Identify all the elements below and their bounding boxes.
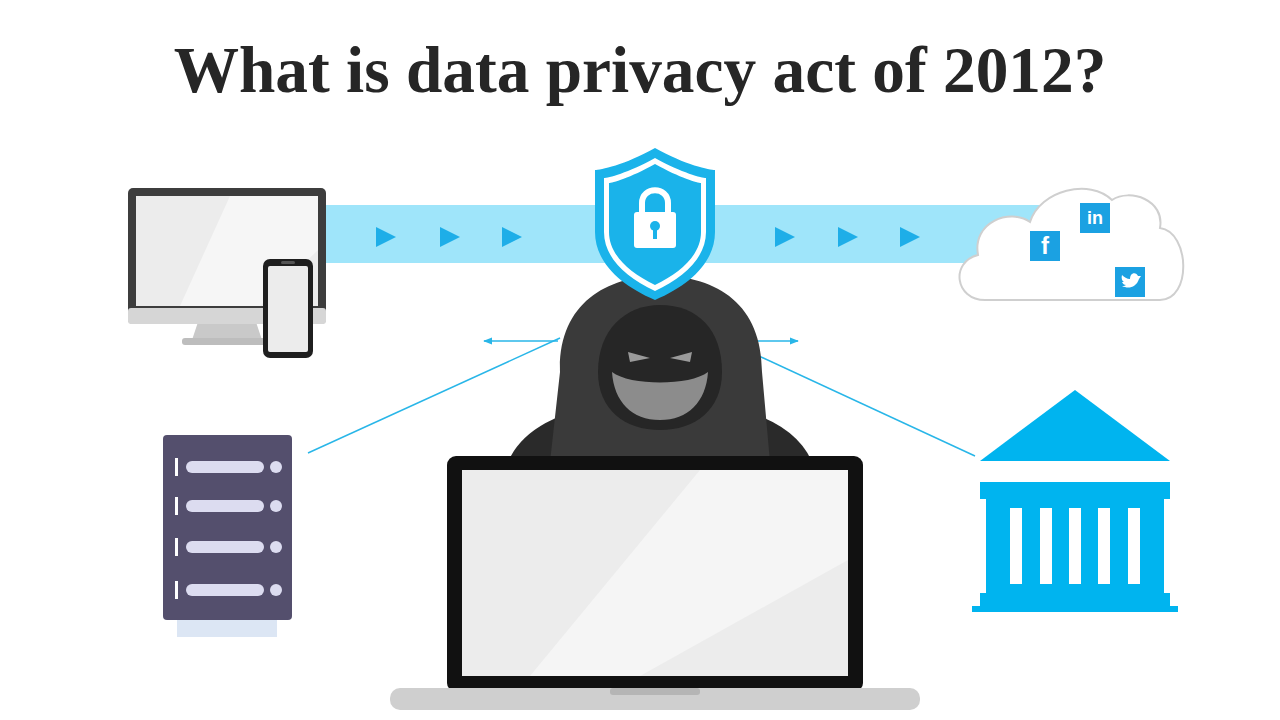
shield-lock-icon-part — [609, 164, 701, 285]
server-icon — [163, 435, 292, 637]
data-band-part — [900, 227, 920, 247]
server-icon-part — [175, 458, 178, 476]
server-icon-part — [175, 497, 178, 515]
linkedin-label: in — [1080, 203, 1110, 233]
phone-icon — [263, 259, 313, 358]
server-icon-part — [186, 541, 264, 553]
phone-icon-part — [268, 266, 308, 352]
laptop-icon-part — [447, 456, 863, 692]
bank-icon-part — [1128, 508, 1140, 584]
laptop-icon-part — [462, 470, 848, 676]
server-icon-part — [186, 461, 264, 473]
leader-lines-part — [484, 340, 558, 342]
cloud-icon-part — [1122, 273, 1141, 287]
bank-icon — [972, 390, 1178, 612]
phone-icon-part — [263, 259, 313, 358]
cloud-icon-part — [1115, 267, 1145, 297]
hacker-figure-part — [612, 372, 708, 420]
server-icon-part — [186, 584, 264, 596]
data-band-part — [376, 227, 396, 247]
hacker-figure-part — [628, 352, 650, 362]
shield-lock-icon-part — [642, 190, 668, 214]
hacker-figure-part — [550, 276, 770, 462]
bank-icon-part — [986, 499, 1164, 593]
shield-lock-icon-part — [604, 158, 706, 291]
server-icon-part — [270, 500, 282, 512]
bank-icon-part — [980, 482, 1170, 499]
server-icon-part — [270, 584, 282, 596]
laptop-icon — [390, 456, 920, 710]
shield-lock-icon-part — [634, 212, 676, 248]
server-icon-part — [175, 581, 178, 599]
hacker-figure-part — [670, 352, 692, 362]
monitor-icon-part — [192, 322, 262, 340]
phone-icon-part — [281, 261, 295, 264]
laptop-icon-part — [530, 470, 848, 676]
server-icon-part — [186, 500, 264, 512]
shield-lock-icon — [595, 148, 715, 300]
shield-lock-icon-part — [653, 228, 657, 239]
cloud-icon-part — [960, 189, 1184, 300]
bank-icon-part — [1098, 508, 1110, 584]
laptop-icon-part — [610, 688, 700, 695]
server-icon-part — [270, 541, 282, 553]
data-band-part — [775, 227, 795, 247]
page-title: What is data privacy act of 2012? — [0, 28, 1280, 112]
facebook-label: f — [1030, 231, 1060, 261]
data-band-part — [440, 227, 460, 247]
shield-lock-icon-part — [595, 148, 715, 300]
hacker-figure-part — [598, 305, 722, 430]
monitor-icon-part — [182, 338, 272, 345]
server-icon-part — [175, 538, 178, 556]
server-icon-part — [270, 461, 282, 473]
bank-icon-part — [972, 606, 1178, 612]
cloud-icon-part — [1080, 203, 1110, 233]
cloud-icon-part — [1030, 231, 1060, 261]
data-band-part — [502, 227, 522, 247]
data-band-part — [838, 227, 858, 247]
cloud-icon — [960, 189, 1184, 300]
leader-lines-part — [308, 338, 560, 453]
bank-icon-part — [1069, 508, 1081, 584]
bank-icon-part — [1040, 508, 1052, 584]
laptop-icon-part — [390, 688, 920, 710]
server-icon-part — [163, 435, 292, 620]
bank-icon-part — [980, 390, 1170, 461]
bank-icon-part — [1010, 508, 1022, 584]
hacker-figure — [505, 276, 815, 470]
